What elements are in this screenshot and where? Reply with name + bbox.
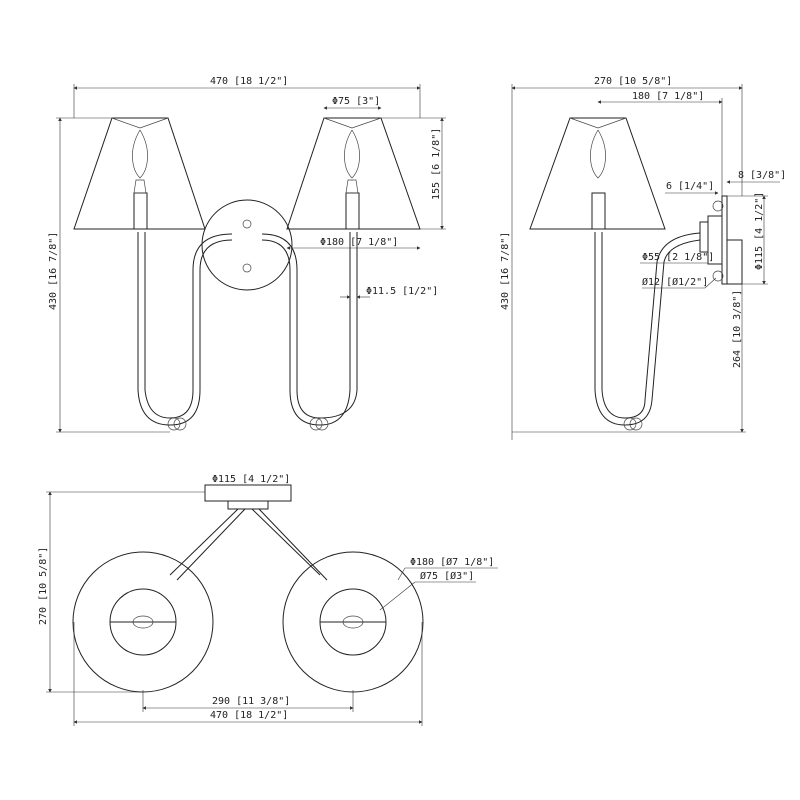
top-view: Φ115 [4 1/2"] Φ180 [Ø7 1/8"] Ø75 [Ø3"] 2… bbox=[38, 474, 498, 726]
front-height-label: 430 [16 7/8"] bbox=[48, 232, 59, 310]
side-height-label: 430 [16 7/8"] bbox=[500, 232, 511, 310]
side-screw-label: Ø12 [Ø1/2"] bbox=[642, 276, 708, 288]
top-depth-label: 270 [10 5/8"] bbox=[38, 547, 49, 625]
top-shade-bottom-label: Φ180 [Ø7 1/8"] bbox=[410, 556, 494, 568]
top-canopy-label: Φ115 [4 1/2"] bbox=[212, 474, 290, 485]
side-spacer-label: 6 [1/4"] bbox=[666, 181, 714, 192]
top-spacing-label: 290 [11 3/8"] bbox=[212, 696, 290, 707]
top-width-label: 470 [18 1/2"] bbox=[210, 710, 288, 721]
right-shade bbox=[286, 117, 421, 230]
side-mount-diameter-label: Φ55 [2 1/8"] bbox=[642, 252, 714, 263]
front-view: 470 [18 1/2"] Φ75 [3"] 155 [6 1/8"] Φ180… bbox=[48, 76, 446, 433]
arms bbox=[137, 232, 358, 431]
side-depth-label: 270 [10 5/8"] bbox=[594, 76, 672, 87]
side-backplate-label: Φ115 [4 1/2"] bbox=[754, 192, 765, 270]
backplate bbox=[201, 199, 293, 291]
left-shade bbox=[73, 117, 206, 230]
front-shade-top-label: Φ75 [3"] bbox=[332, 96, 380, 107]
front-shade-height-label: 155 [6 1/8"] bbox=[431, 128, 442, 200]
front-arm-diameter-label: Φ11.5 [1/2"] bbox=[366, 286, 438, 297]
side-plate-thickness-label: 8 [3/8"] bbox=[738, 170, 786, 181]
top-shade-top-label: Ø75 [Ø3"] bbox=[420, 570, 474, 582]
side-offset-label: 180 [7 1/8"] bbox=[632, 91, 704, 102]
side-view: 270 [10 5/8"] 180 [7 1/8"] 8 [3/8"] 6 [1… bbox=[500, 76, 786, 440]
front-width-label: 470 [18 1/2"] bbox=[210, 76, 288, 87]
front-shade-bottom-label: Φ180 [7 1/8"] bbox=[320, 237, 398, 248]
side-mount-height-label: 264 [10 3/8"] bbox=[732, 290, 743, 368]
